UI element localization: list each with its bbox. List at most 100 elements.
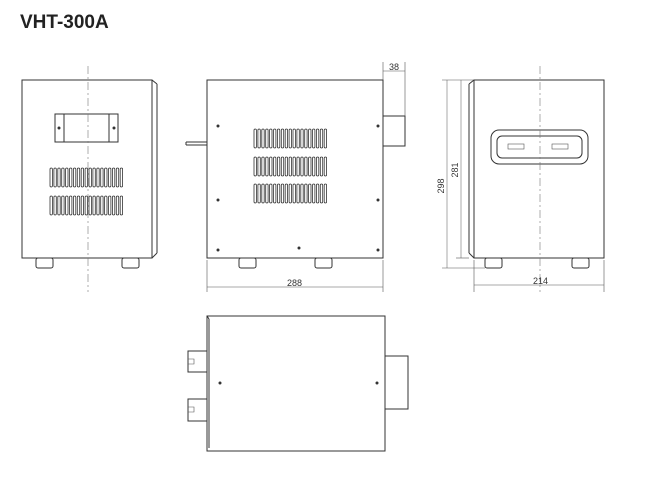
- front-foot-right: [121, 257, 140, 269]
- rear-foot-left: [484, 257, 503, 269]
- vent-slot: [257, 128, 261, 149]
- vent-slot: [300, 156, 304, 177]
- vent-slot: [61, 195, 65, 216]
- vent-slot: [300, 128, 304, 149]
- vent-slot: [257, 183, 261, 204]
- vent-slot: [280, 156, 285, 177]
- vent-slot: [257, 156, 261, 177]
- vent-slot: [104, 195, 108, 216]
- front-vent-row-2: [49, 195, 123, 216]
- vent-slot: [92, 167, 96, 188]
- vent-slot: [273, 128, 277, 149]
- vent-slot: [276, 156, 281, 177]
- vent-slot: [96, 195, 100, 216]
- vent-slot: [323, 183, 328, 204]
- rear-foot-right: [571, 257, 590, 269]
- vent-slot: [304, 128, 308, 149]
- vent-slot: [292, 128, 296, 149]
- vent-slot: [315, 128, 320, 149]
- vent-slot: [49, 167, 53, 188]
- vent-slot: [65, 167, 69, 188]
- vent-slot: [284, 183, 289, 204]
- vent-slot: [61, 167, 65, 188]
- vent-slot: [88, 195, 92, 216]
- side-handle: [382, 115, 406, 147]
- vent-slot: [269, 183, 273, 204]
- vent-slot: [76, 195, 81, 216]
- vent-slot: [100, 195, 104, 216]
- vent-slot: [315, 156, 320, 177]
- vent-slot: [308, 156, 312, 177]
- vent-slot: [112, 167, 116, 188]
- vent-slot: [119, 167, 123, 188]
- vent-slot: [296, 128, 300, 149]
- vent-slot: [53, 167, 57, 188]
- top-plug-prong-lower: [187, 398, 207, 422]
- vent-slot: [265, 128, 269, 149]
- vent-slot: [76, 167, 81, 188]
- vent-slot: [284, 128, 289, 149]
- vent-slot: [300, 183, 304, 204]
- vent-slot: [304, 183, 308, 204]
- vent-slot: [319, 156, 324, 177]
- vent-slot: [296, 156, 300, 177]
- side-vent-row-3: [253, 183, 328, 204]
- vent-slot: [253, 156, 257, 177]
- vent-slot: [312, 128, 316, 149]
- vent-slot: [100, 167, 104, 188]
- vent-slot: [265, 156, 269, 177]
- side-vent-row-2: [253, 156, 328, 177]
- vent-slot: [276, 128, 281, 149]
- vent-slot: [288, 183, 292, 204]
- vent-slot: [49, 195, 53, 216]
- vent-slot: [292, 156, 296, 177]
- rear-view: 298 281 214: [436, 66, 605, 292]
- vent-slot: [73, 195, 77, 216]
- dim-side-depth: 288: [287, 278, 302, 288]
- vent-slot: [108, 167, 112, 188]
- dim-total-height: 298: [436, 178, 446, 193]
- side-foot-right: [314, 257, 333, 269]
- vent-slot: [308, 183, 312, 204]
- vent-slot: [319, 183, 324, 204]
- vent-slot: [73, 167, 77, 188]
- vent-slot: [261, 128, 265, 149]
- vent-slot: [108, 195, 112, 216]
- vent-slot: [261, 183, 265, 204]
- front-view: [21, 66, 158, 292]
- vent-slot: [253, 128, 257, 149]
- vent-slot: [288, 156, 292, 177]
- vent-slot: [57, 167, 61, 188]
- top-view: [187, 315, 409, 452]
- vent-slot: [88, 167, 92, 188]
- vent-slot: [323, 156, 328, 177]
- vent-slot: [269, 156, 273, 177]
- vent-slot: [308, 128, 312, 149]
- vent-slot: [315, 183, 320, 204]
- vent-slot: [53, 195, 57, 216]
- vent-slot: [115, 195, 120, 216]
- front-vent-row-1: [49, 167, 123, 188]
- vent-slot: [284, 156, 289, 177]
- side-vent-row-1: [253, 128, 328, 149]
- vent-slot: [276, 183, 281, 204]
- vent-slot: [96, 167, 100, 188]
- vent-slot: [112, 195, 116, 216]
- vent-slot: [69, 195, 73, 216]
- vent-slot: [269, 128, 273, 149]
- vent-slot: [280, 128, 285, 149]
- vent-slot: [65, 195, 69, 216]
- vent-slot: [57, 195, 61, 216]
- vent-slot: [288, 128, 292, 149]
- dim-rear-width: 214: [533, 276, 548, 286]
- vent-slot: [296, 183, 300, 204]
- vent-slot: [119, 195, 123, 216]
- vent-slot: [261, 156, 265, 177]
- vent-slot: [265, 183, 269, 204]
- dim-handle-depth: 38: [389, 62, 399, 72]
- vent-slot: [273, 156, 277, 177]
- vent-slot: [323, 128, 328, 149]
- vent-slot: [312, 183, 316, 204]
- top-plug-prong-upper: [187, 350, 207, 373]
